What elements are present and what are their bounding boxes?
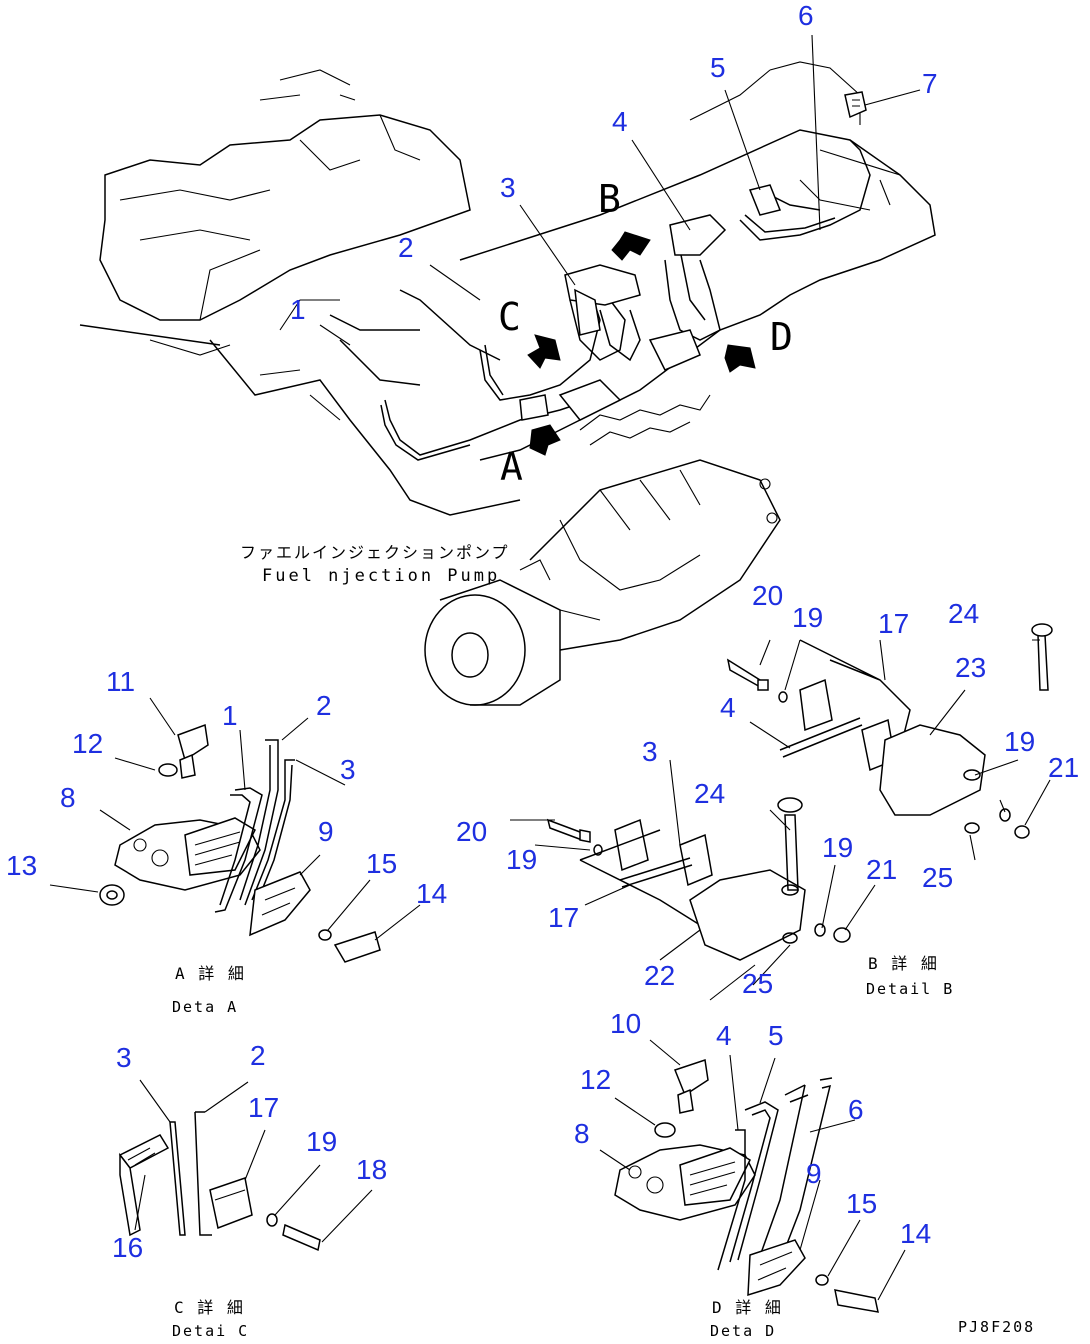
callout-c-17: 17 [248, 1092, 280, 1123]
callout-c-18: 18 [356, 1154, 388, 1185]
view-marker-b: B [598, 177, 621, 221]
callout-b-4: 4 [720, 692, 736, 723]
detail-d-caption-en: Deta D [710, 1322, 777, 1340]
view-arrows [527, 231, 756, 456]
callout-b-25a: 25 [922, 862, 954, 893]
callout-d-5: 5 [768, 1020, 784, 1051]
leaders-main [319, 34, 921, 346]
callout-a-11: 11 [106, 666, 136, 697]
callout-d-6: 6 [848, 1094, 864, 1125]
callout-c-16: 16 [112, 1232, 144, 1263]
callout-d-8: 8 [574, 1118, 590, 1149]
detail-b-caption-jp: B 詳 細 [868, 954, 939, 973]
detail-b-caption-en: Detail B [866, 980, 955, 998]
detail-a-drawing [49, 697, 421, 963]
view-marker-d: D [770, 315, 793, 359]
drawing-code: PJ8F208 [958, 1318, 1036, 1336]
callout-c-3: 3 [116, 1042, 132, 1073]
callout-b-17b: 17 [548, 902, 580, 933]
callout-b-22: 22 [644, 960, 676, 991]
pump-label-jp: ファエルインジェクションポンプ [240, 543, 510, 562]
callout-main-2: 2 [398, 232, 414, 263]
detail-a-caption-jp: A 詳 細 [175, 964, 246, 983]
callout-b-3: 3 [642, 736, 658, 767]
clamps-main [519, 184, 782, 421]
callout-main-6: 6 [798, 0, 814, 31]
callout-b-17a: 17 [878, 608, 910, 639]
detail-c-drawing [118, 1079, 373, 1252]
callout-a-2: 2 [316, 690, 332, 721]
callout-main-3: 3 [500, 172, 516, 203]
callout-a-1: 1 [222, 700, 238, 731]
callout-d-9: 9 [806, 1158, 822, 1189]
callout-d-10: 10 [610, 1008, 642, 1039]
callout-b-20b: 20 [456, 816, 488, 847]
fuel-injection-pump [424, 394, 781, 706]
callout-main-1: 1 [290, 294, 306, 325]
detail-c-caption-en: Detai C [172, 1322, 250, 1340]
detail-c-caption-jp: C 詳 細 [174, 1298, 245, 1317]
callout-d-14: 14 [900, 1218, 932, 1249]
callout-a-14: 14 [416, 878, 448, 909]
callout-a-9: 9 [318, 816, 334, 847]
callout-b-25b: 25 [742, 968, 774, 999]
callout-a-8: 8 [60, 782, 76, 813]
callout-b-19c: 19 [506, 844, 538, 875]
detail-a-caption-en: Deta A [172, 998, 239, 1016]
detail-d-drawing [599, 1039, 906, 1313]
callout-b-19a: 19 [792, 602, 824, 633]
callout-b-19b: 19 [1004, 726, 1036, 757]
callout-c-2: 2 [250, 1040, 266, 1071]
callout-d-15: 15 [846, 1188, 878, 1219]
callout-d-4: 4 [716, 1020, 732, 1051]
callout-b-24a: 24 [948, 598, 980, 629]
detail-b-drawing [510, 623, 1053, 1001]
callout-d-12: 12 [580, 1064, 612, 1095]
callout-a-15: 15 [366, 848, 398, 879]
callout-b-21a: 21 [1048, 752, 1080, 783]
callout-main-7: 7 [922, 68, 938, 99]
pump-label-en: Fuel njection Pump [262, 566, 501, 586]
view-marker-a: A [500, 445, 523, 489]
callout-b-23: 23 [955, 652, 987, 683]
callout-b-20a: 20 [752, 580, 784, 611]
callout-main-5: 5 [710, 52, 726, 83]
callout-b-19d: 19 [822, 832, 854, 863]
callout-main-4: 4 [612, 106, 628, 137]
detail-d-caption-jp: D 詳 細 [712, 1298, 783, 1317]
callout-b-21b: 21 [866, 854, 898, 885]
callout-a-3: 3 [340, 754, 356, 785]
callout-a-12: 12 [72, 728, 104, 759]
callout-b-24b: 24 [694, 778, 726, 809]
callout-c-19: 19 [306, 1126, 338, 1157]
view-marker-c: C [498, 295, 521, 339]
callout-a-13: 13 [6, 850, 38, 881]
